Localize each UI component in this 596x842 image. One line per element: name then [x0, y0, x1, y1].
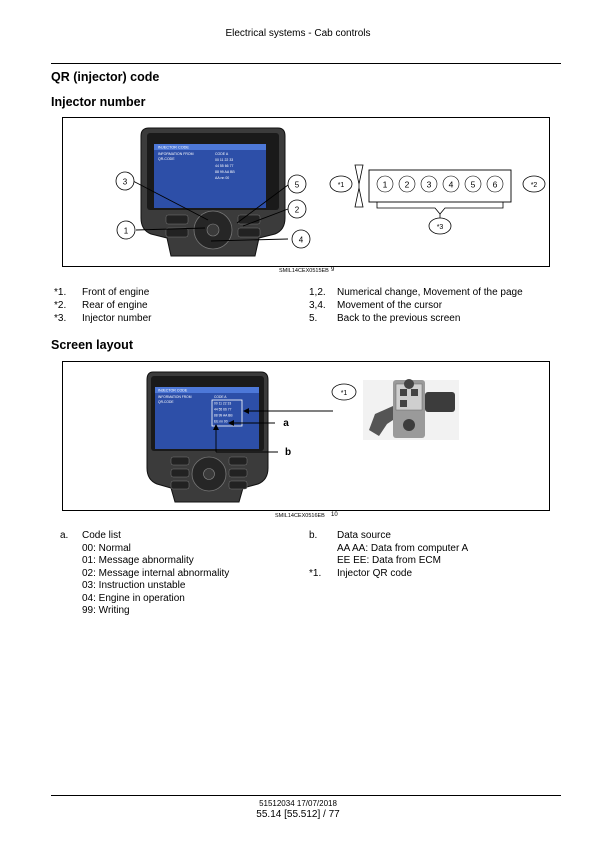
subsection-title-injector-number: Injector number [51, 95, 146, 109]
device-screen [154, 144, 266, 208]
qr-digit: 6 [493, 180, 498, 190]
code-list-item: 00: Normal [82, 543, 131, 554]
code-list-item: 99: Writing [82, 605, 130, 616]
callout-qr: *1 [341, 390, 348, 397]
screen-col: CODE A [214, 395, 227, 399]
figure-screen-layout-art: INJECTOR CODE INFORMATION FROM QR-CODE C… [146, 371, 459, 503]
screen-line: 44 55 66 77 [214, 408, 232, 412]
legend-screen-layout: a. Code list 00: Normal 01: Message abno… [0, 529, 596, 621]
legend-key-a: a. [60, 530, 69, 541]
qr-callout-injector: *3 [437, 224, 444, 231]
screen-label-1: INFORMATION FROM [158, 152, 194, 156]
figure-caption-code: SMIL14CEX0515EB [279, 268, 329, 274]
legend-value: Numerical change, Movement of the page [337, 287, 523, 298]
qr-digit: 4 [449, 180, 454, 190]
code-list-item: 04: Engine in operation [82, 593, 185, 604]
screen-line: 00 11 22 33 [214, 402, 231, 406]
footer-rule [51, 795, 561, 796]
section-title: QR (injector) code [51, 70, 160, 84]
legend-key: 5. [309, 313, 318, 324]
code-list-title: Code list [82, 530, 121, 541]
figure-number: 10 [331, 512, 338, 518]
screen-title: INJECTOR CODE [158, 146, 189, 150]
subsection-title-screen-layout: Screen layout [51, 338, 133, 352]
screen-line: 88 99 AA BB [215, 170, 235, 174]
footer-page: 55.14 [55.512] / 77 [256, 809, 340, 820]
legend-value: Back to the previous screen [337, 313, 461, 324]
callout-4: 4 [299, 236, 304, 245]
legend-key: *3. [54, 313, 67, 324]
screen-col: CODE A [215, 152, 229, 156]
data-source-item: EE EE: Data from ECM [337, 555, 441, 566]
legend-injector-number: *1. Front of engine *2. Rear of engine *… [0, 286, 596, 326]
code-list-item: 02: Message internal abnormality [82, 568, 230, 579]
callout-b: b [285, 447, 291, 458]
legend-value: Injector number [82, 313, 152, 324]
screen-line: 00 11 22 33 [215, 158, 233, 162]
figure-caption-code: SMIL14CEX0516EB [275, 513, 325, 519]
legend-value: Movement of the cursor [337, 300, 443, 311]
callout-3: 3 [123, 178, 128, 187]
legend-key: *2. [54, 300, 67, 311]
screen-label-2: QR-CODE [158, 400, 174, 404]
legend-key: 1,2. [309, 287, 326, 298]
screen-title: INJECTOR CODE [158, 389, 188, 393]
injector-qr-code-label: Injector QR code [337, 568, 413, 579]
legend-key-star1: *1. [309, 568, 322, 579]
callout-5: 5 [295, 181, 300, 190]
screen-line: AA nn 00 [215, 176, 229, 180]
screen-label-2: QR-CODE [158, 157, 175, 161]
figure-number: 9 [331, 267, 335, 273]
callout-a: a [283, 418, 289, 429]
injector-photo [363, 379, 459, 440]
screen-line: EE nn 00 [214, 420, 228, 424]
qr-callout-rear: *2 [531, 182, 538, 189]
header-rule [51, 63, 561, 64]
legend-value: Rear of engine [82, 300, 148, 311]
qr-digit: 5 [471, 180, 476, 190]
running-header: Electrical systems - Cab controls [225, 28, 371, 39]
data-source-title: Data source [337, 530, 391, 541]
qr-callout-front: *1 [338, 182, 345, 189]
callout-1: 1 [124, 227, 129, 236]
figure-screen-layout: INJECTOR CODE INFORMATION FROM QR-CODE C… [62, 361, 550, 511]
code-list-item: 01: Message abnormality [82, 555, 194, 566]
legend-key-b: b. [309, 530, 318, 541]
screen-line: 88 99 AA BB [214, 414, 233, 418]
legend-key: 3,4. [309, 300, 326, 311]
code-list-item: 03: Instruction unstable [82, 580, 186, 591]
qr-digit: 1 [383, 180, 388, 190]
qr-digit: 2 [405, 180, 410, 190]
footer-doc: 51512034 17/07/2018 [259, 799, 337, 808]
legend-key: *1. [54, 287, 67, 298]
data-source-item: AA AA: Data from computer A [337, 543, 469, 554]
screen-label-1: INFORMATION FROM [158, 395, 192, 399]
figure-injector-number: INJECTOR CODE INFORMATION FROM QR-CODE C… [62, 117, 550, 267]
figure-injector-number-art: INJECTOR CODE INFORMATION FROM QR-CODE C… [115, 127, 546, 257]
qr-digit: 3 [427, 180, 432, 190]
legend-value: Front of engine [82, 287, 150, 298]
callout-2: 2 [295, 206, 300, 215]
screen-line: 44 55 66 77 [215, 164, 234, 168]
